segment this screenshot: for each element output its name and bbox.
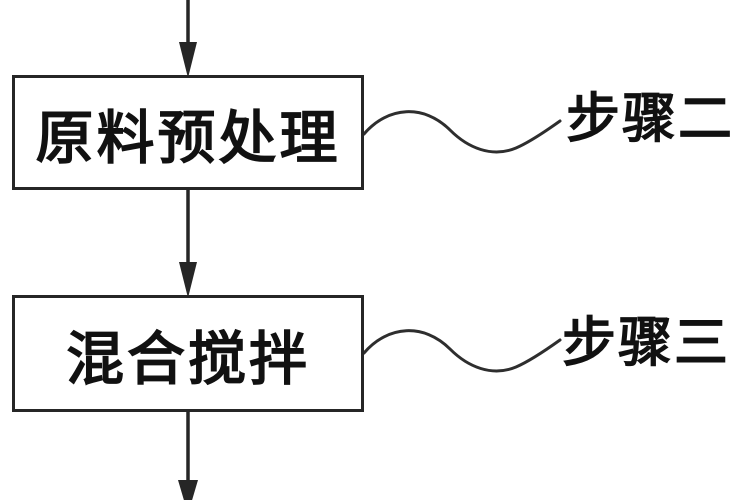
process-box-mixing: 混合搅拌 xyxy=(12,295,364,412)
arrow-down-top-icon xyxy=(179,0,197,78)
step-annotation-3: 步骤三 xyxy=(562,313,730,373)
process-box-pretreatment: 原料预处理 xyxy=(12,75,364,190)
step-annotation-2: 步骤二 xyxy=(566,89,734,149)
wavy-leader-step3-icon xyxy=(362,329,562,373)
process-box-label: 混合搅拌 xyxy=(65,326,310,392)
wavy-leader-step2-icon xyxy=(362,110,562,154)
arrow-down-bottom-icon xyxy=(178,410,198,500)
arrow-down-middle-icon xyxy=(179,190,197,298)
process-box-label: 原料预处理 xyxy=(35,105,341,171)
